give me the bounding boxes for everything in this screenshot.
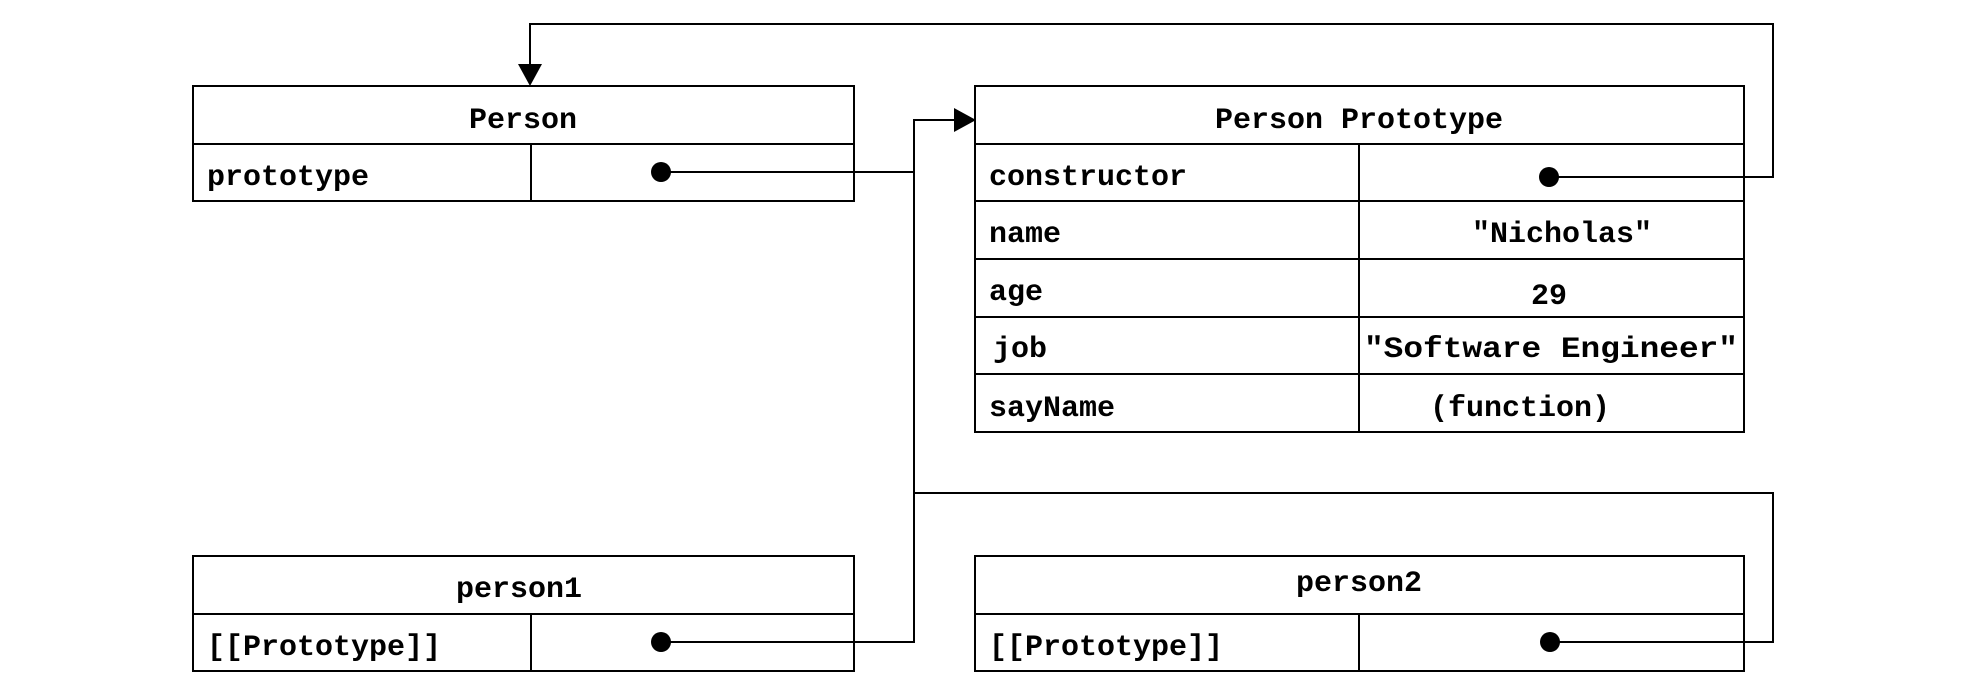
person-prototype-link	[661, 119, 956, 173]
prototype-row-job-key-cell	[974, 316, 1360, 375]
prototype-row-name-value: "Nicholas"	[1472, 218, 1652, 252]
constructor-arrowhead	[518, 64, 542, 86]
prototype-row-constructor-key: constructor	[989, 161, 1187, 195]
prototype-row-age-key: age	[989, 276, 1043, 310]
prototype-row-sayname-key-cell	[974, 373, 1360, 433]
prototype-row-constructor-key-cell	[974, 143, 1360, 202]
prototype-row-age-value: 29	[1531, 280, 1567, 314]
prototype-row-job-key: job	[993, 333, 1047, 367]
prototype-row-age-value-cell	[1358, 258, 1745, 318]
constructor-link	[529, 23, 1774, 178]
prototype-row-sayname-value: (function)	[1430, 392, 1610, 426]
prototype-header	[974, 85, 1745, 145]
person1-box: person1 [[Prototype]]	[192, 555, 855, 672]
prototype-row-job-value: "Software Engineer"	[1364, 333, 1738, 367]
person2-row-prototype-key: [[Prototype]]	[989, 631, 1223, 665]
person1-title: person1	[456, 573, 582, 607]
prototype-row-sayname-key: sayName	[989, 392, 1115, 426]
person-prototype-arrowhead	[954, 108, 976, 132]
person1-row-prototype-key: [[Prototype]]	[207, 631, 441, 665]
person-header	[192, 85, 855, 145]
person2-box: person2 [[Prototype]]	[974, 555, 1745, 672]
person2-title: person2	[1296, 567, 1422, 601]
person-title: Person	[469, 104, 577, 138]
prototype-row-name-key: name	[989, 218, 1061, 252]
person-row-prototype-key: prototype	[207, 161, 369, 195]
prototype-box: Person Prototype constructor name "Nicho…	[974, 85, 1745, 433]
person-box: Person prototype	[192, 85, 855, 202]
prototype-title: Person Prototype	[1215, 104, 1503, 138]
person1-row-prototype-key-cell	[192, 613, 532, 672]
prototype-row-sayname-value-cell	[1358, 373, 1745, 433]
prototype-row-job-value-cell	[1358, 316, 1745, 375]
person1-prototype-link	[661, 172, 915, 643]
person2-row-prototype-key-cell	[974, 613, 1360, 672]
prototype-row-age-key-cell	[974, 258, 1360, 318]
person2-prototype-link	[914, 492, 1774, 643]
person2-header	[974, 555, 1745, 615]
person-row-prototype-key-cell	[192, 143, 532, 202]
